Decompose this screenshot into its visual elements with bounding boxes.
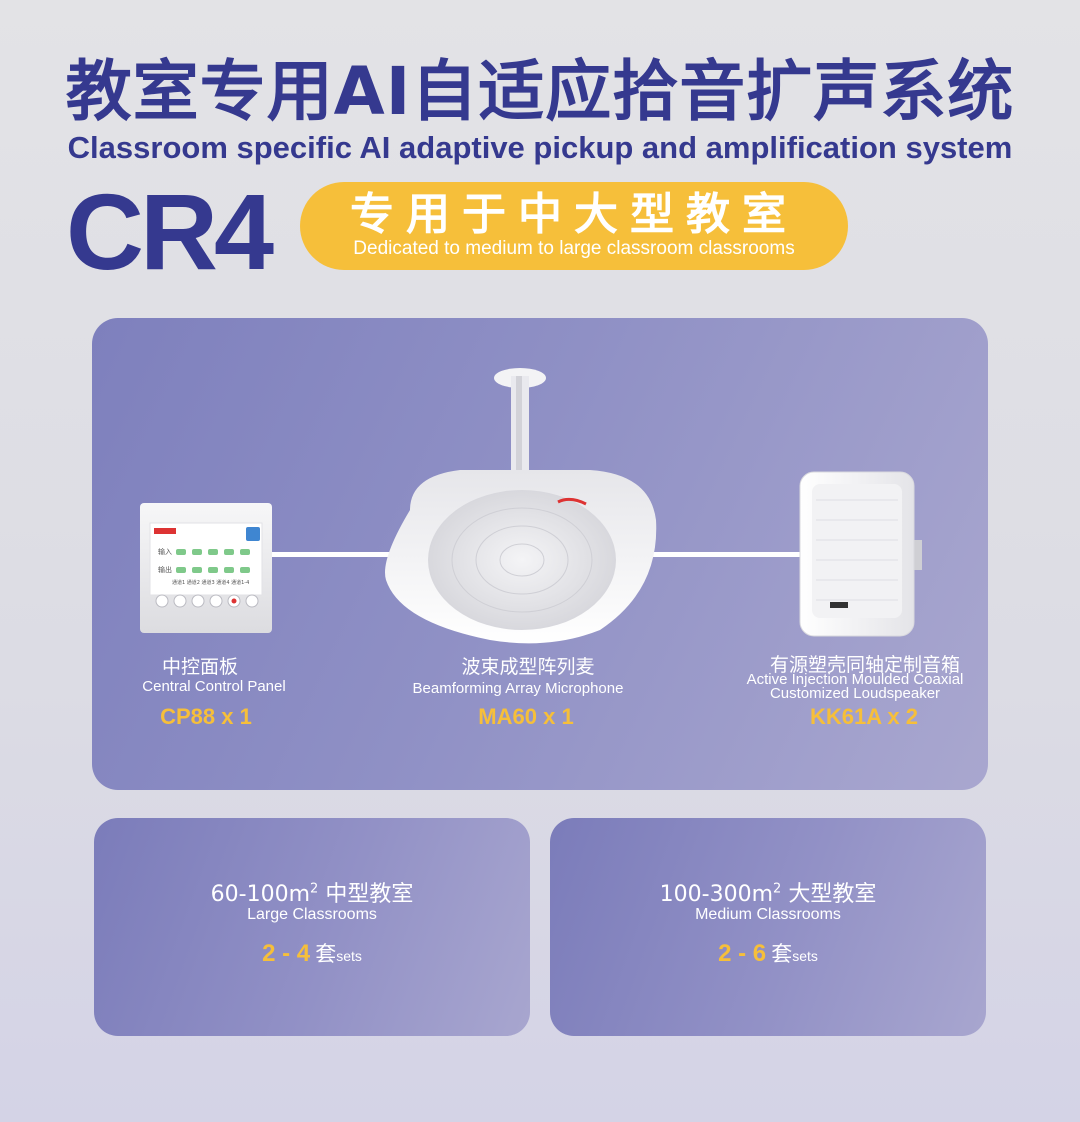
- card-quantity-unit-en: sets: [336, 948, 362, 964]
- card-area-value: 60-100m: [210, 882, 311, 907]
- product-name-cn: 中控面板: [161, 656, 238, 678]
- loudspeaker-icon: [798, 470, 924, 638]
- product-name-en: Central Control Panel: [142, 678, 286, 695]
- card-area: 60-100m2 中型教室: [94, 876, 530, 908]
- card-quantity: 2 - 6 套sets: [550, 938, 986, 968]
- product-name-en-line2: Customized Loudspeaker: [769, 685, 941, 702]
- card-quantity-value: 2 - 4: [262, 940, 311, 967]
- connection-cable: [268, 552, 398, 557]
- panel-screen-channels: 通道1 通道2 通道3 通道4 通道1-4: [172, 580, 250, 586]
- product-name-en-line1: Active Injection Moulded Coaxial: [746, 671, 964, 688]
- classroom-card-medium: [94, 818, 530, 1036]
- card-type-en: Medium Classrooms: [695, 906, 841, 923]
- product-name-cn: 有源塑壳同轴定制音箱: [769, 654, 960, 676]
- card-quantity: 2 - 4 套sets: [94, 938, 530, 968]
- card-area-sup: 2: [310, 881, 319, 897]
- ceiling-microphone-icon: [380, 360, 660, 645]
- card-quantity-unit-en: sets: [792, 948, 818, 964]
- tagline-cn: 专用于中大型教室: [350, 189, 798, 240]
- card-quantity-value: 2 - 6: [718, 940, 767, 967]
- model-name: CR4: [66, 171, 274, 292]
- page-title: 教室专用AI自适应拾音扩声系统: [65, 53, 1015, 130]
- product-quantity: CP88 x 1: [160, 704, 252, 729]
- product-name-en: Beamforming Array Microphone: [412, 680, 624, 697]
- connection-cable: [650, 552, 810, 557]
- card-quantity-unit-cn: 套: [315, 942, 337, 966]
- control-panel-icon: 输入 输出 通道1 通道2 通道3 通道4 通道1-4: [140, 503, 272, 633]
- product-quantity: MA60 x 1: [478, 704, 574, 729]
- product-quantity: KK61A x 2: [809, 704, 918, 729]
- card-area-sup: 2: [773, 881, 782, 897]
- panel-screen-input-label: 输入: [158, 548, 172, 556]
- classroom-card-large: [550, 818, 986, 1036]
- page-subtitle: Classroom specific AI adaptive pickup an…: [67, 130, 1013, 165]
- product-name-cn: 波束成型阵列麦: [461, 656, 595, 678]
- card-type-cn: 中型教室: [325, 882, 414, 907]
- card-area-value: 100-300m: [659, 882, 774, 907]
- card-area: 100-300m2 大型教室: [550, 876, 986, 908]
- card-type-en: Large Classrooms: [247, 906, 377, 923]
- tagline-pill: [300, 182, 848, 270]
- card-type-cn: 大型教室: [788, 882, 877, 907]
- panel-screen-output-label: 输出: [158, 566, 172, 574]
- tagline-en: Dedicated to medium to large classroom c…: [353, 238, 795, 259]
- card-quantity-unit-cn: 套: [771, 942, 793, 966]
